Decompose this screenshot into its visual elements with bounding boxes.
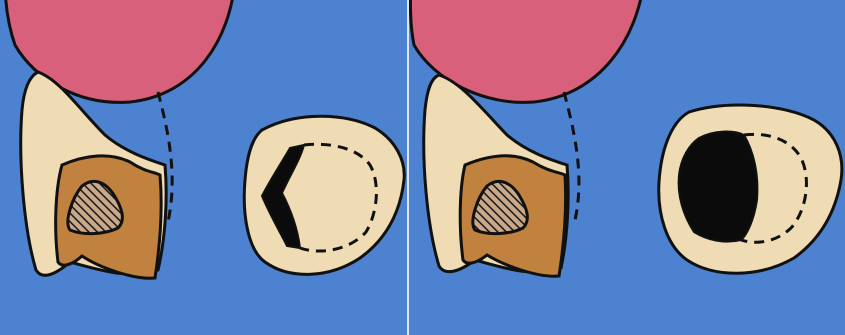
diagram-right-svg xyxy=(409,0,845,335)
diagram-panel-left xyxy=(0,0,408,335)
diagram-left-svg xyxy=(0,0,408,335)
diagram-panel-right xyxy=(409,0,845,335)
cavity-fill xyxy=(679,132,758,242)
